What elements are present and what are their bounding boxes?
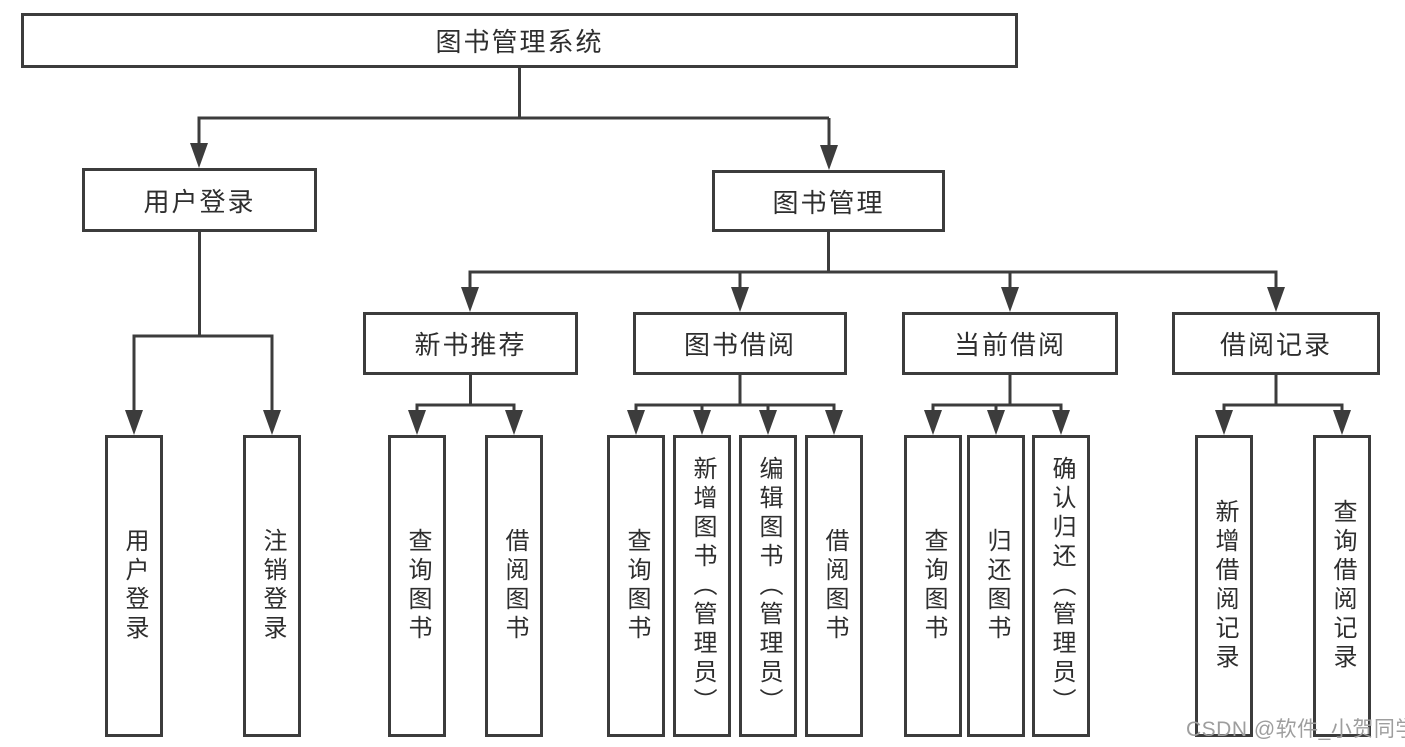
node-leaf-borrow-books-recommend: 借阅图书: [485, 435, 543, 737]
node-leaf-add-borrow-record: 新增借阅记录: [1195, 435, 1253, 737]
csdn-watermark: CSDN @软件_小贺同学: [1186, 718, 1405, 741]
node-library-management-system: 图书管理系统: [21, 13, 1018, 68]
node-leaf-edit-books-admin: 编辑图书（管理员）: [739, 435, 797, 737]
node-new-book-recommend: 新书推荐: [363, 312, 578, 375]
node-leaf-query-books-current: 查询图书: [904, 435, 962, 737]
node-leaf-return-books: 归还图书: [967, 435, 1025, 737]
node-borrowing-records: 借阅记录: [1172, 312, 1380, 375]
node-leaf-query-books-recommend: 查询图书: [388, 435, 446, 737]
node-leaf-logout: 注销登录: [243, 435, 301, 737]
node-current-borrowing: 当前借阅: [902, 312, 1118, 375]
node-leaf-borrow-books: 借阅图书: [805, 435, 863, 737]
node-leaf-query-books-borrowing: 查询图书: [607, 435, 665, 737]
node-user-login: 用户登录: [82, 168, 317, 232]
node-leaf-add-books-admin: 新增图书（管理员）: [673, 435, 731, 737]
node-leaf-confirm-return-admin: 确认归还（管理员）: [1032, 435, 1090, 737]
node-book-management: 图书管理: [712, 170, 945, 232]
node-leaf-user-login: 用户登录: [105, 435, 163, 737]
node-leaf-query-borrow-record: 查询借阅记录: [1313, 435, 1371, 737]
node-book-borrowing: 图书借阅: [633, 312, 847, 375]
